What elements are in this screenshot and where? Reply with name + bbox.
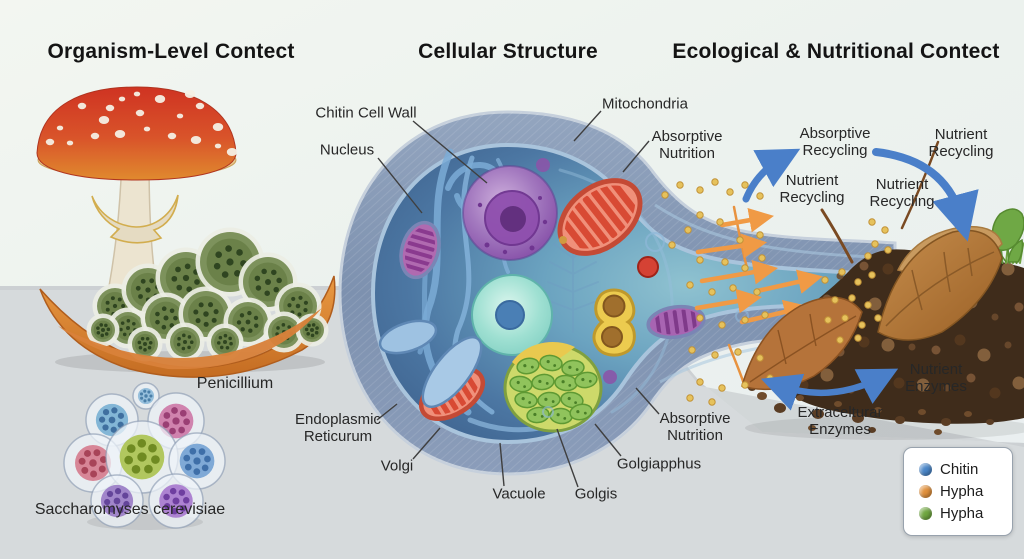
label-volgi: Volgi — [380, 457, 414, 475]
leaf-big — [877, 229, 1003, 341]
purple-mitochondria-organelle — [646, 304, 706, 340]
label-mitochondria: Mitochondria — [602, 95, 688, 113]
label-nucleus: Nucleus — [319, 141, 375, 159]
label-penicillium: Penicillium — [196, 374, 274, 392]
small-vesicle — [603, 370, 617, 384]
label-extracellular-enzymes: Extracelturar Enzymes — [797, 404, 883, 438]
label-nutrient-recycling-top: Nutrient Recycling — [928, 126, 994, 160]
vacuole-organelle — [471, 274, 553, 356]
chitin-dot-icon — [919, 463, 932, 476]
fungal-cell — [338, 110, 897, 476]
storage-rod-organelles — [378, 319, 483, 408]
dead-leaves — [741, 140, 1003, 391]
small-vesicle — [559, 236, 567, 244]
label-absorptive-nutrition-bottom: Absorptive Nutrition — [659, 410, 731, 444]
orange-peel-front-lip — [58, 308, 322, 370]
legend-item-hypha-1: Hypha — [919, 483, 1012, 500]
nucleus-organelle — [462, 165, 558, 261]
header-ecological: Ecological & Nutritional Contect — [672, 40, 1000, 63]
legend-label: Hypha — [940, 505, 984, 522]
nutrient-dots — [661, 178, 892, 406]
label-endoplasmic-reticulum: Endoplasmic Reticurum — [295, 411, 381, 445]
golgi-cluster-organelle — [503, 342, 603, 433]
legend-label: Chitin — [940, 461, 979, 478]
arrow-extracellular-double — [760, 368, 899, 411]
label-absorptive-recycling: Absorptive Recycling — [799, 125, 871, 159]
label-absorptive-nutrition-top: Absorptive Nutrition — [651, 128, 723, 162]
label-chitin-cell-wall: Chitin Cell Wall — [315, 104, 417, 122]
yellow-organelle — [592, 288, 636, 357]
header-cellular-structure: Cellular Structure — [418, 40, 598, 63]
small-vesicle — [536, 158, 550, 172]
legend-item-chitin: Chitin — [919, 461, 1012, 478]
connector-lines — [376, 110, 660, 488]
label-nutrient-enzymes: Nutrient Enzymes — [905, 361, 967, 395]
mitochondria-organelle — [557, 176, 643, 258]
label-golgi-apparatus: Golgiapphus — [616, 455, 702, 473]
label-nutrient-recycling-mid-left: Nutrient Recycling — [779, 172, 845, 206]
yeast-cell-cluster — [63, 382, 226, 530]
legend-item-hypha-2: Hypha — [919, 505, 1012, 522]
label-saccharomyces: Saccharomyses cerevisiae — [34, 500, 226, 518]
secretion-arrows — [694, 207, 823, 325]
header-organism-level: Organism-Level Contect — [47, 40, 295, 63]
label-vacuole: Vacuole — [492, 485, 546, 503]
red-vesicle — [637, 256, 659, 278]
striped-purple-organelle — [399, 220, 441, 280]
legend-label: Hypha — [940, 483, 984, 500]
recycling-arrows — [742, 148, 979, 411]
label-golgis: Golgis — [574, 485, 618, 503]
hypha-green-dot-icon — [919, 507, 932, 520]
legend-box: Chitin Hypha Hypha — [903, 447, 1013, 536]
penicillium-mold — [86, 227, 329, 362]
arrow-down-to-soil — [872, 148, 979, 242]
arrow-up-to-absorptive-recycling — [742, 148, 801, 203]
hypha-orange-dot-icon — [919, 485, 932, 498]
label-nutrient-recycling-mid-right: Nutrient Recycling — [869, 176, 935, 210]
